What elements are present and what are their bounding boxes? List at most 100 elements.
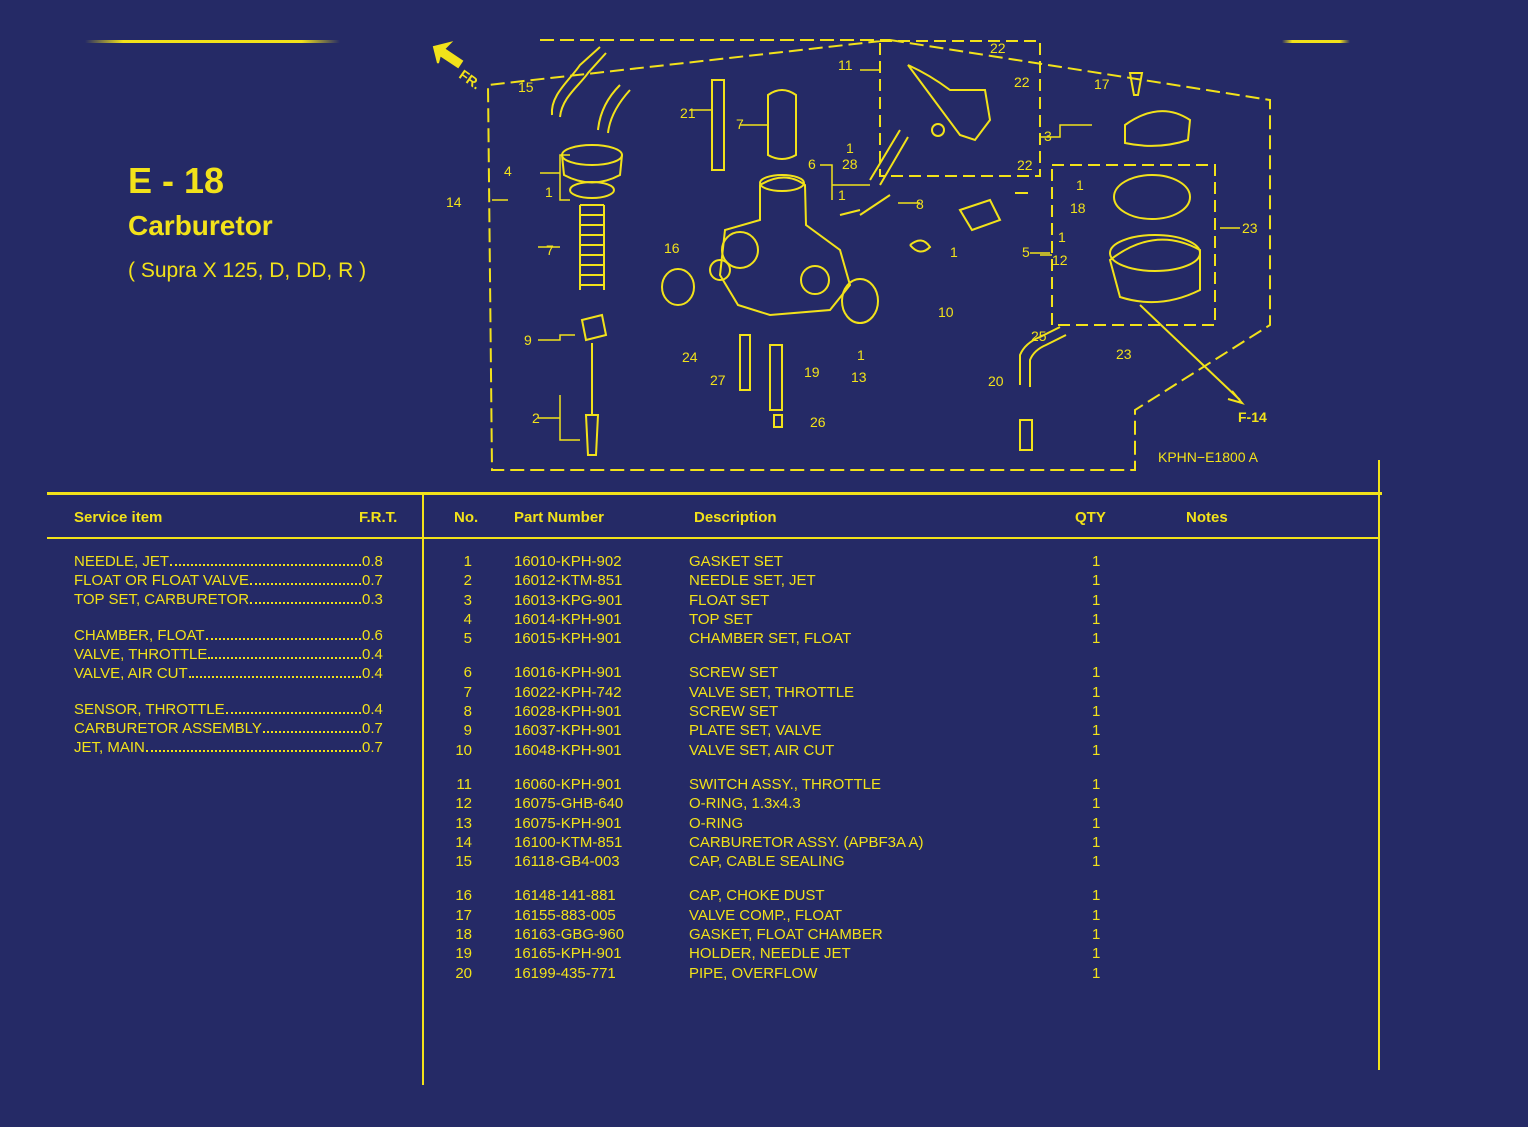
o-ring-part xyxy=(841,278,879,324)
svg-text:3: 3 xyxy=(1044,128,1052,144)
part-qty: 1 xyxy=(1092,906,1101,924)
dot-leader xyxy=(145,738,361,752)
svg-text:1: 1 xyxy=(1076,177,1084,193)
part-qty: 1 xyxy=(1092,964,1101,982)
part-no: 15 xyxy=(455,853,472,871)
svg-text:9: 9 xyxy=(524,332,532,348)
exploded-parts-diagram: FR. 15 21 7 11 22 22 17 3 xyxy=(432,38,1271,471)
part-description: HOLDER, NEEDLE JET xyxy=(689,945,851,963)
part-description: NEEDLE SET, JET xyxy=(689,572,816,590)
part-description: O-RING, 1.3x4.3 xyxy=(689,795,801,813)
service-item-frt: 0.7 xyxy=(362,572,383,589)
svg-text:23: 23 xyxy=(1242,220,1258,236)
part-qty: 1 xyxy=(1092,926,1101,944)
service-item-name: TOP SET, CARBURETOR xyxy=(74,591,250,608)
float-part xyxy=(1124,110,1192,147)
part-row: 17 16155-883-005 VALVE COMP., FLOAT 1 xyxy=(440,906,1140,925)
svg-text:6: 6 xyxy=(808,156,816,172)
part-description: CARBURETOR ASSY. (APBF3A A) xyxy=(689,833,924,851)
service-item-name: FLOAT OR FLOAT VALVE xyxy=(74,572,250,589)
part-number: 16155-883-005 xyxy=(514,906,616,924)
part-description: VALVE SET, THROTTLE xyxy=(689,683,855,701)
part-number: 16028-KPH-901 xyxy=(514,703,622,721)
part-qty: 1 xyxy=(1092,887,1101,905)
service-row: FLOAT OR FLOAT VALVE 0.7 xyxy=(74,571,386,590)
plate-part xyxy=(580,313,608,342)
throttle-valve-part xyxy=(711,79,725,171)
part-qty: 1 xyxy=(1092,775,1101,793)
part-no: 5 xyxy=(463,630,472,648)
part-no: 3 xyxy=(463,591,472,609)
throttle-switch-part xyxy=(907,64,992,142)
part-qty: 1 xyxy=(1092,610,1101,628)
svg-text:11: 11 xyxy=(838,57,853,73)
svg-text:16: 16 xyxy=(664,240,680,256)
part-qty: 1 xyxy=(1092,722,1101,740)
service-item-frt: 0.3 xyxy=(362,591,383,608)
part-number: 16012-KTM-851 xyxy=(514,572,623,590)
dot-leader xyxy=(188,664,361,678)
part-no: 17 xyxy=(455,906,472,924)
cable-cap-part xyxy=(550,46,607,118)
part-description: SCREW SET xyxy=(689,703,779,721)
part-number: 16060-KPH-901 xyxy=(514,775,622,793)
part-qty: 1 xyxy=(1092,945,1101,963)
svg-text:17: 17 xyxy=(1094,76,1110,92)
diagram-border xyxy=(486,38,1271,471)
svg-text:22: 22 xyxy=(1014,74,1030,90)
part-qty: 1 xyxy=(1092,833,1101,851)
svg-text:1: 1 xyxy=(838,187,846,203)
svg-text:1: 1 xyxy=(545,184,553,200)
part-description: VALVE COMP., FLOAT xyxy=(689,906,843,924)
svg-text:24: 24 xyxy=(682,349,698,365)
part-description: CHAMBER SET, FLOAT xyxy=(689,630,852,648)
part-no: 6 xyxy=(463,664,472,682)
svg-text:19: 19 xyxy=(804,364,820,380)
reference-arrow xyxy=(1139,304,1245,405)
svg-text:5: 5 xyxy=(1022,244,1030,260)
part-number: 16148-141-881 xyxy=(514,887,616,905)
part-number: 16075-GHB-640 xyxy=(514,795,624,813)
part-no: 8 xyxy=(463,703,472,721)
part-number: 16163-GBG-960 xyxy=(514,926,625,944)
part-number: 16010-KPH-902 xyxy=(514,553,622,570)
page-code: E - 18 xyxy=(128,160,225,201)
part-number: 16100-KTM-851 xyxy=(514,833,623,851)
svg-text:26: 26 xyxy=(810,414,826,430)
dot-leader xyxy=(170,552,361,566)
part-no: 1 xyxy=(463,553,472,570)
service-item-frt: 0.7 xyxy=(362,739,383,756)
service-item-frt: 0.4 xyxy=(362,646,383,663)
part-description: PIPE, OVERFLOW xyxy=(689,964,818,982)
front-label: FR. xyxy=(456,66,484,92)
part-no: 11 xyxy=(456,775,472,793)
part-qty: 1 xyxy=(1092,664,1101,682)
part-number: 16199-435-771 xyxy=(514,964,616,982)
service-item-name: CHAMBER, FLOAT xyxy=(74,627,205,644)
part-description: PLATE SET, VALVE xyxy=(689,722,822,740)
part-number: 16016-KPH-901 xyxy=(514,664,622,682)
svg-text:8: 8 xyxy=(916,196,924,212)
overflow-pipe-part xyxy=(1019,326,1067,451)
part-number: 16075-KPH-901 xyxy=(514,814,622,832)
part-description: FLOAT SET xyxy=(689,591,770,609)
part-no: 12 xyxy=(455,795,472,813)
part-no: 10 xyxy=(455,741,472,759)
switch-subbox xyxy=(879,40,1041,177)
choke-cap-part xyxy=(661,268,695,306)
svg-text:7: 7 xyxy=(736,116,744,132)
part-qty: 1 xyxy=(1092,795,1101,813)
top-rule-left xyxy=(85,40,340,43)
